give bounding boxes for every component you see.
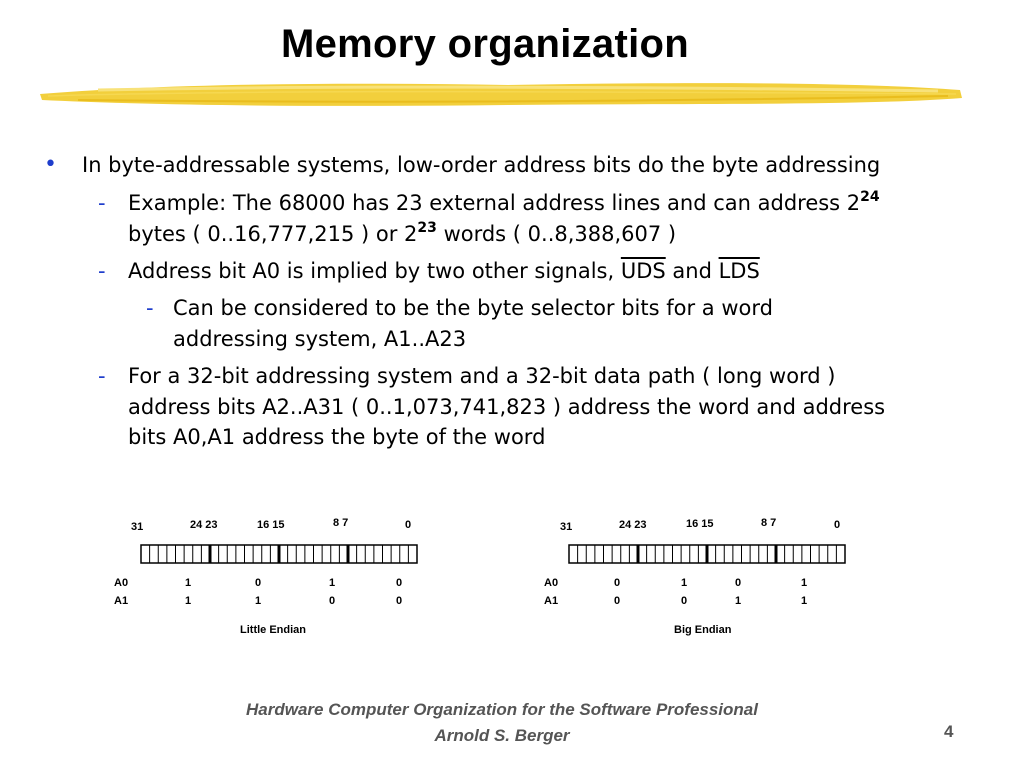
little-endian-diagram: 31 24 23 16 15 8 7 0 A0 A1 1 0 1 0 1 1 0…	[110, 510, 430, 645]
exponent-24: 24	[860, 189, 880, 205]
bit-label-24-23: 24 23	[190, 519, 218, 531]
bit-label-24-23: 24 23	[619, 519, 647, 531]
a0-value: 1	[329, 577, 336, 589]
a0-value: 0	[255, 577, 262, 589]
sub-sub-bullet-1-line2: addressing system, A1..A23	[173, 327, 467, 351]
a1-value: 1	[801, 595, 808, 607]
footer-book-title: Hardware Computer Organization for the S…	[246, 700, 758, 719]
a1-value: 0	[614, 595, 621, 607]
bit-label-0: 0	[405, 519, 412, 531]
exponent-23: 23	[417, 220, 437, 236]
footer: Hardware Computer Organization for the S…	[0, 697, 1004, 749]
bullet-1: In byte-addressable systems, low-order a…	[82, 153, 881, 177]
sub-bullet-marker: -	[98, 259, 106, 283]
bit-label-8-7: 8 7	[333, 517, 349, 529]
row-label-a1: A1	[544, 595, 559, 607]
page-number: 4	[944, 722, 954, 741]
a1-value: 0	[681, 595, 688, 607]
row-label-a1: A1	[114, 595, 129, 607]
bit-label-0: 0	[834, 519, 841, 531]
sub-bullet-3-line2: address bits A2..A31 ( 0..1,073,741,823 …	[128, 395, 886, 419]
a0-value: 1	[681, 577, 688, 589]
sub-bullet-marker: -	[98, 364, 106, 388]
big-endian-diagram: 31 24 23 16 15 8 7 0 A0 A1 0 1 0 1 0 0 1…	[540, 510, 860, 645]
slide-title: Memory organization	[281, 22, 689, 66]
register-32bit	[568, 544, 846, 564]
a1-value: 0	[396, 595, 403, 607]
sub-bullet-3-line3: bits A0,A1 address the byte of the word	[128, 425, 546, 449]
bit-label-31: 31	[131, 521, 144, 533]
a0-value: 1	[801, 577, 808, 589]
bullet-marker: •	[44, 152, 57, 177]
a1-value: 1	[185, 595, 192, 607]
a0-value: 0	[614, 577, 621, 589]
a1-value: 1	[735, 595, 742, 607]
footer-author: Arnold S. Berger	[434, 726, 570, 745]
register-32bit	[140, 544, 418, 564]
bit-label-16-15: 16 15	[257, 519, 285, 531]
a1-value: 1	[255, 595, 262, 607]
title-underline-swoosh	[40, 83, 962, 106]
bit-label-16-15: 16 15	[686, 518, 714, 530]
row-label-a0: A0	[114, 577, 129, 589]
big-endian-caption: Big Endian	[674, 624, 732, 636]
sub-bullet-3-line1: For a 32-bit addressing system and a 32-…	[128, 364, 836, 388]
sub-sub-bullet-1-line1: Can be considered to be the byte selecto…	[173, 296, 773, 320]
sub-sub-bullet-marker: -	[146, 296, 154, 320]
a1-value: 0	[329, 595, 336, 607]
bit-label-31: 31	[560, 521, 573, 533]
bit-label-8-7: 8 7	[761, 517, 777, 529]
sub-bullet-marker: -	[98, 191, 106, 215]
sub-bullet-1-line2: bytes ( 0..16,777,215 ) or 223 words ( 0…	[128, 220, 677, 246]
a0-value: 0	[396, 577, 403, 589]
row-label-a0: A0	[544, 577, 559, 589]
uds-signal: UDS	[620, 259, 666, 283]
a0-value: 1	[185, 577, 192, 589]
sub-bullet-2: Address bit A0 is implied by two other s…	[128, 259, 760, 283]
little-endian-caption: Little Endian	[240, 624, 306, 636]
a0-value: 0	[735, 577, 742, 589]
lds-signal: LDS	[718, 259, 760, 283]
sub-bullet-1-line1: Example: The 68000 has 23 external addre…	[128, 189, 880, 215]
